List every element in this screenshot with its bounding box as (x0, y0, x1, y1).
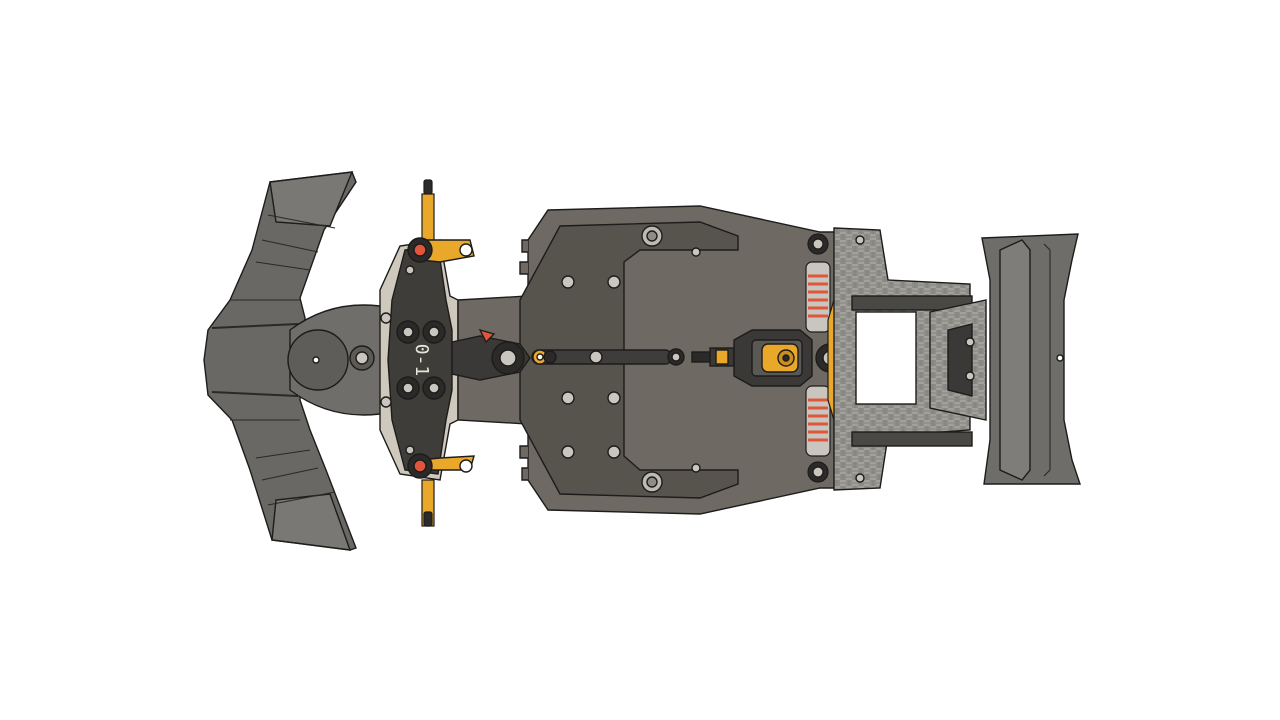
chassis-label: 0-1 (411, 344, 432, 377)
front-suspension-block (379, 237, 475, 481)
front-axle-top (421, 179, 435, 527)
steering-linkage (451, 328, 685, 381)
rear-pod (691, 329, 845, 387)
front-wing (203, 171, 396, 551)
rear-wing (981, 233, 1081, 485)
carbon-rear-deck (833, 227, 987, 491)
